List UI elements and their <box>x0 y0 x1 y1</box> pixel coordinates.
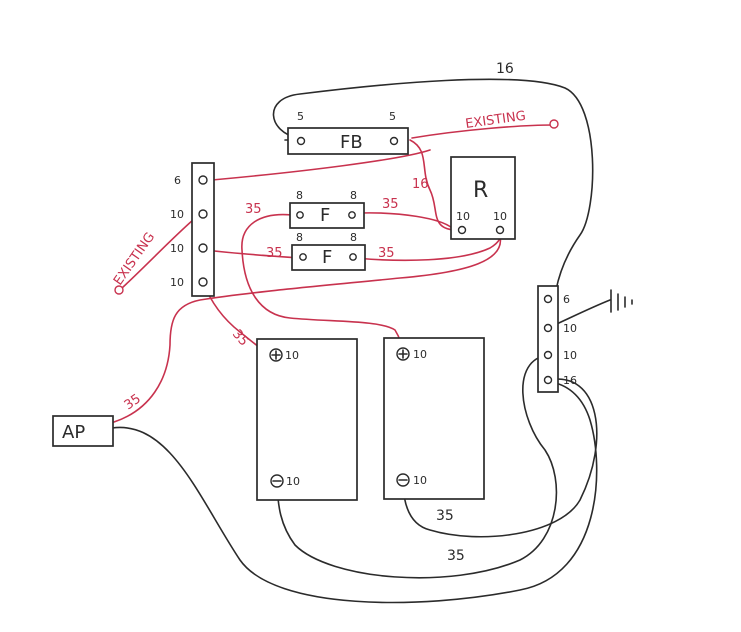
right-bus-terminal-4[interactable] <box>543 375 553 385</box>
fb-left-gauge: 5 <box>297 110 304 123</box>
fuse1-left-gauge: 8 <box>296 189 303 202</box>
fuse1-right-terminal[interactable] <box>348 211 356 219</box>
top-wire-gauge: 16 <box>496 61 514 77</box>
fb-right-terminal[interactable] <box>389 136 399 146</box>
fuse1-label: F <box>320 205 330 226</box>
fuse1-right-wire-gauge: 35 <box>382 197 399 212</box>
relay-left-terminal-label: 10 <box>456 210 470 223</box>
wire-bus-to-battery1-neg <box>276 354 558 579</box>
wire-existing-top-lead <box>411 124 554 139</box>
fuse2-right-terminal[interactable] <box>349 253 357 261</box>
relay-left-terminal[interactable] <box>457 225 467 235</box>
wire-fuse2-left <box>204 249 301 259</box>
left-bus-terminal-4[interactable] <box>198 277 208 287</box>
fb-label: FB <box>340 132 363 153</box>
relay-label: R <box>473 178 488 203</box>
ap-label: AP <box>62 422 85 443</box>
fuse1-right-gauge: 8 <box>350 189 357 202</box>
right-bus-terminal-3[interactable] <box>543 350 553 360</box>
fuse1-left-wire-gauge: 35 <box>245 202 262 217</box>
fuse2-left-gauge: 8 <box>296 231 303 244</box>
right-bus-terminal-1[interactable] <box>543 294 553 304</box>
existing-left-terminal[interactable] <box>114 285 124 295</box>
fuse2-left-wire-gauge: 35 <box>266 246 283 261</box>
battery1[interactable] <box>256 338 358 501</box>
existing-top-terminal[interactable] <box>549 119 559 129</box>
fuse2-label: F <box>322 247 332 268</box>
left-bus-label-2: 10 <box>170 208 184 221</box>
right-bus-label-2: 10 <box>563 322 577 335</box>
right-bus-bar[interactable] <box>537 285 559 393</box>
battery2-neg-label: 10 <box>413 474 427 487</box>
left-bus-bar[interactable] <box>191 162 215 297</box>
right-bus-label-4: 16 <box>563 374 577 387</box>
right-bus-label-1: 6 <box>563 293 570 306</box>
fuse2-right-gauge: 8 <box>350 231 357 244</box>
battery2-neg-wire-gauge: 35 <box>436 508 454 524</box>
wire-16-top-loop <box>272 78 594 291</box>
fuse1-left-terminal[interactable] <box>296 211 304 219</box>
wire-ap-bottom-loop <box>111 381 598 604</box>
ap-wire-gauge: 35 <box>122 391 144 413</box>
battery1-neg-wire-gauge: 35 <box>447 548 465 564</box>
battery2[interactable] <box>383 337 485 500</box>
left-bus-label-3: 10 <box>170 242 184 255</box>
relay-box[interactable] <box>450 156 516 240</box>
wire-relay-to-ap <box>113 235 502 423</box>
right-bus-terminal-2[interactable] <box>543 323 553 333</box>
left-bus-terminal-2[interactable] <box>198 209 208 219</box>
battery1-neg-label: 10 <box>286 475 300 488</box>
left-bus-terminal-1[interactable] <box>198 175 208 185</box>
fb-left-terminal[interactable] <box>296 136 306 146</box>
red-16-label: 16 <box>412 177 429 192</box>
relay-right-terminal[interactable] <box>495 225 505 235</box>
left-bus-label-1: 6 <box>174 174 181 187</box>
wire-16-red <box>211 149 431 181</box>
relay-right-terminal-label: 10 <box>493 210 507 223</box>
ap-box[interactable] <box>52 415 114 447</box>
fb-block[interactable] <box>287 127 409 155</box>
battery2-pos-label: 10 <box>413 348 427 361</box>
fuse2-right-wire-gauge: 35 <box>378 246 395 261</box>
battery1-pos-label: 10 <box>285 349 299 362</box>
fb-right-gauge: 5 <box>389 110 396 123</box>
left-bus-terminal-3[interactable] <box>198 243 208 253</box>
fuse2-left-terminal[interactable] <box>299 253 307 261</box>
right-bus-label-3: 10 <box>563 349 577 362</box>
wire-fuse1-left <box>241 213 403 353</box>
left-bus-label-4: 10 <box>170 276 184 289</box>
left-bus-diag-gauge: 35 <box>229 327 251 349</box>
